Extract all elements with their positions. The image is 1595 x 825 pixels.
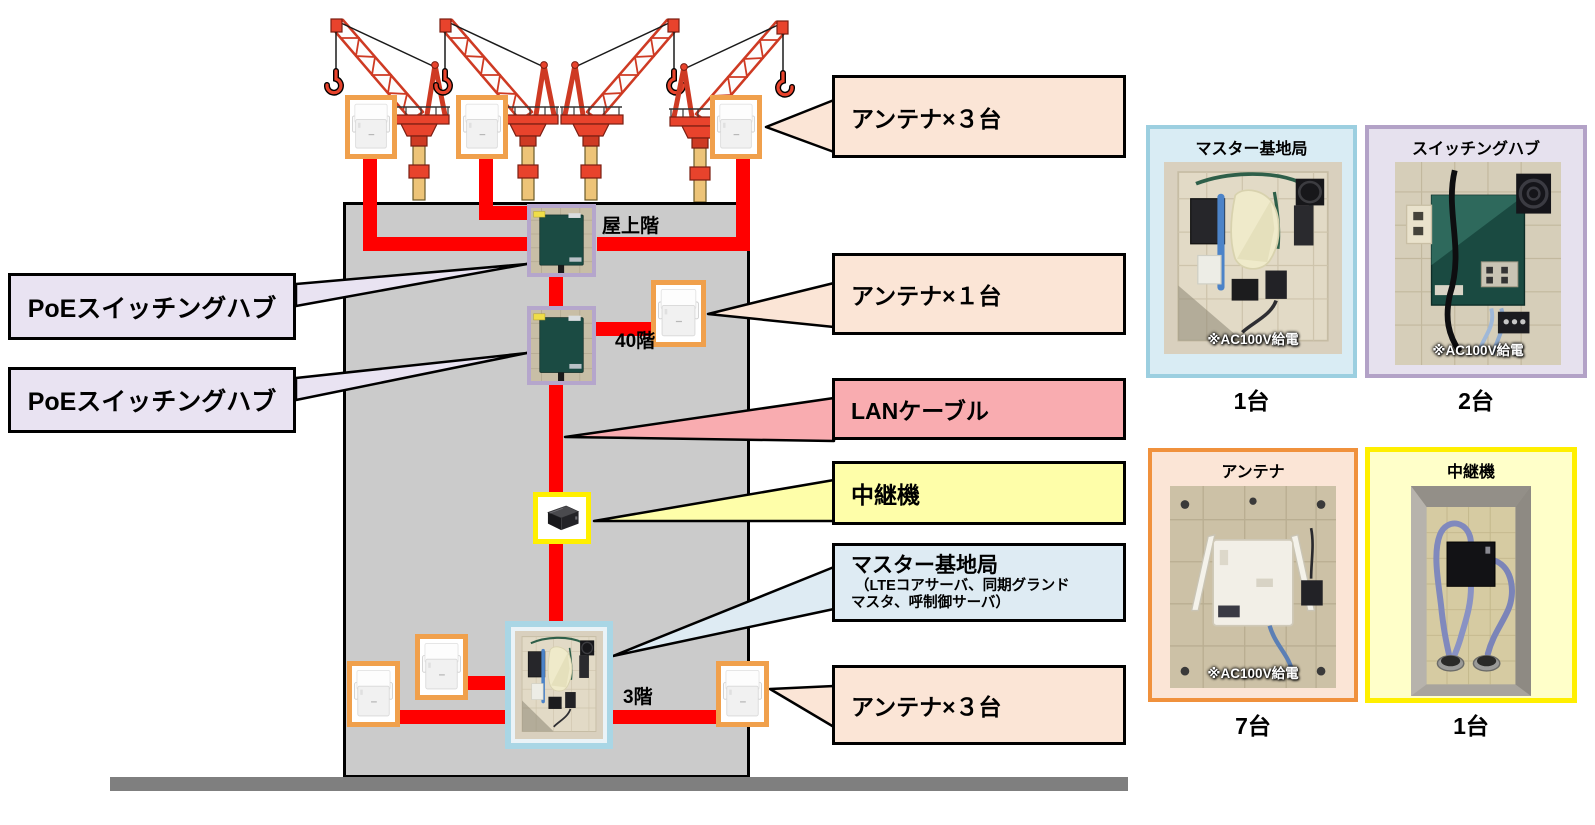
panel-switching-hub-count: 2台 — [1458, 388, 1494, 414]
panel-switching-hub: スイッチングハブ ※AC100V給電 — [1365, 125, 1587, 378]
panel-antenna-title: アンテナ — [1221, 464, 1285, 481]
panel-switching-hub-note: ※AC100V給電 — [1432, 343, 1524, 358]
callout-antenna-mid: アンテナ×１台 — [832, 253, 1126, 335]
floor40-poe-hub-photo — [527, 306, 596, 385]
panel-antenna-note: ※AC100V給電 — [1207, 666, 1299, 681]
callout-poe-hub-upper-label: PoEスイッチングハブ — [27, 294, 277, 323]
callout-poe-hub-lower: PoEスイッチングハブ — [8, 367, 296, 433]
panel-master-title: マスター基地局 — [1195, 141, 1308, 158]
repeater-photo — [533, 492, 591, 544]
callout-lan-cable-label: LANケーブル — [851, 398, 989, 424]
callout-master-sub1: （LTEコアサーバ、同期グランド — [855, 577, 1070, 594]
floor-label-40: 40階 — [615, 331, 656, 352]
panel-repeater: 中継機 — [1365, 447, 1577, 703]
antenna-roof-3 — [710, 95, 762, 159]
antenna-floor40 — [651, 280, 706, 347]
panel-master-count: 1台 — [1233, 388, 1270, 414]
master-base-station-photo — [505, 621, 613, 749]
lan-cable-segment — [597, 237, 750, 251]
callout-antenna-bottom-label: アンテナ×３台 — [851, 694, 1002, 720]
lan-cable-segment — [398, 710, 508, 724]
lan-cable-segment — [479, 206, 527, 220]
floor-label-3: 3階 — [623, 687, 653, 708]
lan-cable-segment — [363, 237, 527, 251]
callout-repeater: 中継機 — [832, 461, 1126, 525]
lan-cable-segment — [549, 383, 563, 495]
lan-cable-segment — [736, 156, 750, 251]
antenna-roof-1 — [345, 95, 397, 159]
lan-cable-segment — [466, 676, 508, 690]
callout-lan-cable: LANケーブル — [832, 378, 1126, 440]
antenna-roof-2 — [456, 95, 508, 159]
lan-cable-segment — [549, 541, 563, 625]
panel-antenna-count: 7台 — [1235, 713, 1271, 739]
callout-antenna-top: アンテナ×３台 — [832, 75, 1126, 158]
panel-master-base-station: マスター基地局 ※AC100V給電 — [1146, 125, 1357, 378]
antenna-floor3-1 — [347, 661, 400, 727]
lan-cable-segment — [479, 156, 493, 220]
lan-cable-segment — [549, 274, 563, 310]
lan-cable-segment — [363, 156, 377, 251]
switching-hub-cabinet-photo: ※AC100V給電 — [1395, 162, 1561, 365]
panel-switching-hub-title: スイッチングハブ — [1411, 141, 1540, 158]
callout-master-sub2: マスタ、呼制御サーバ） — [851, 594, 1010, 611]
panel-repeater-count: 1台 — [1453, 713, 1489, 739]
callout-repeater-label: 中継機 — [851, 482, 920, 508]
ground-line — [110, 777, 1128, 791]
antenna-floor3-2 — [415, 634, 468, 700]
antenna-floor3-3 — [716, 661, 769, 727]
antenna-cabinet-photo: ※AC100V給電 — [1170, 486, 1336, 688]
callout-poe-hub-lower-label: PoEスイッチングハブ — [27, 388, 277, 416]
panel-master-note: ※AC100V給電 — [1207, 332, 1299, 347]
lan-cable-segment — [610, 710, 720, 724]
master-base-station-cabinet-photo: ※AC100V給電 — [1164, 162, 1342, 354]
callout-antenna-mid-label: アンテナ×１台 — [851, 283, 1002, 309]
callout-antenna-top-label: アンテナ×３台 — [851, 105, 1002, 132]
panel-repeater-title: 中継機 — [1446, 464, 1495, 481]
callout-antenna-bottom: アンテナ×３台 — [832, 665, 1126, 745]
callout-poe-hub-upper: PoEスイッチングハブ — [8, 273, 296, 340]
rooftop-poe-hub-photo — [527, 204, 596, 277]
floor-label-roof: 屋上階 — [602, 216, 660, 237]
panel-antenna: アンテナ ※AC100V給電 — [1148, 448, 1358, 702]
callout-master-title: マスター基地局 — [851, 553, 998, 577]
lan-cable-segment — [595, 322, 653, 336]
repeater-box-photo — [1411, 486, 1531, 696]
callout-master-base-station: マスター基地局 （LTEコアサーバ、同期グランド マスタ、呼制御サーバ） — [832, 543, 1126, 622]
